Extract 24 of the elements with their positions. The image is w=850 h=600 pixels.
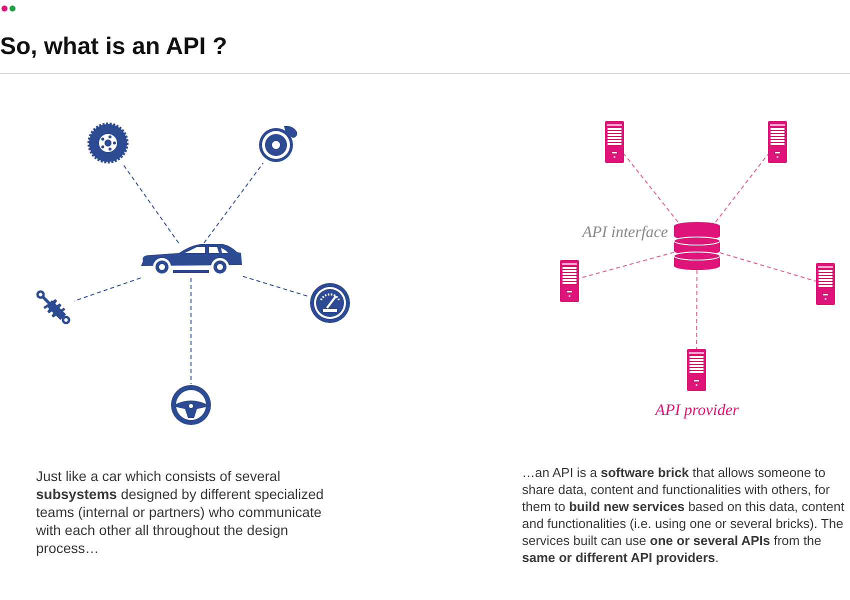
- connector-line: [242, 276, 310, 298]
- connector-line: [122, 164, 180, 244]
- connector-line: [624, 153, 678, 222]
- description-paragraph: …an API is a software brick that allows someone to share data, content and functionalities with others, for them to build new services based on this data, content and functionalities (i.e. using one or several bricks). The services built can use one or several APIs from the same or different API providers.: [522, 464, 846, 566]
- description-paragraph: Just like a car which consists of several subsystems designed by different specialized teams (internal or partners) who communicate with each other all throughout the design process…: [36, 467, 325, 557]
- steering-wheel-icon: [170, 384, 212, 426]
- brake-disc-icon: [257, 123, 299, 163]
- server-icon: [816, 263, 835, 305]
- server-icon: [560, 260, 579, 302]
- server-icon: [605, 121, 624, 163]
- server-icon: [687, 349, 706, 391]
- connector-line: [715, 154, 768, 222]
- connector-line: [203, 162, 264, 244]
- caption-label: API provider: [654, 401, 740, 421]
- connector-line: [720, 252, 816, 282]
- server-icon: [768, 121, 787, 163]
- title: So, what is an API ?: [0, 32, 228, 62]
- tire-icon: [87, 122, 129, 164]
- connector-line: [74, 278, 142, 302]
- database-icon: [674, 222, 720, 270]
- connector-line: [696, 270, 698, 350]
- speedometer-icon: [309, 282, 351, 324]
- connector-line: [190, 278, 192, 384]
- caption-label: API interface: [580, 223, 668, 243]
